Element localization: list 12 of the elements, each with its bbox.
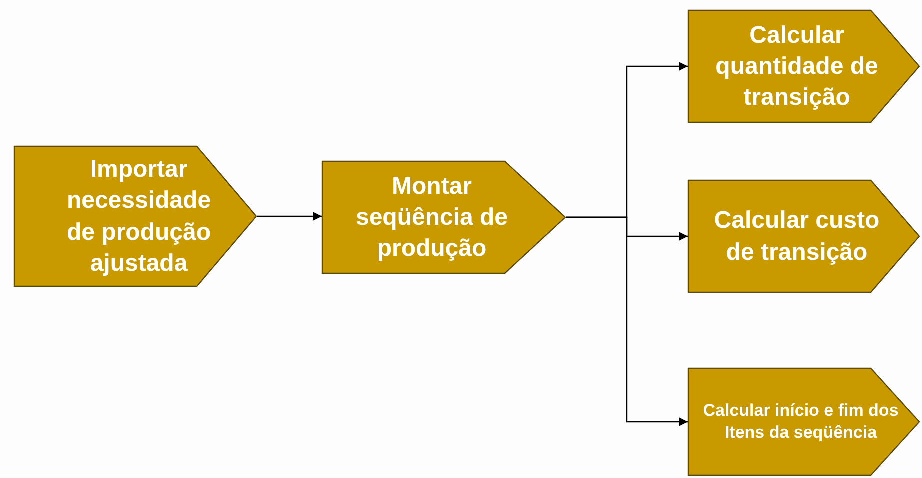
node-label: Calcular custo de transição — [713, 206, 881, 268]
process-pentagon — [688, 10, 920, 123]
arrow — [257, 212, 322, 221]
process-pentagon — [688, 368, 920, 476]
node-label: Montar seqüência de produção — [354, 172, 510, 264]
process-pentagon — [14, 146, 257, 287]
process-pentagon — [688, 180, 920, 293]
arrow — [566, 216, 688, 426]
process-pentagon — [322, 161, 566, 274]
node-label: Calcular início e fim dos Itens da seqüência — [702, 400, 900, 444]
node-label: Calcular quantidade de transição — [714, 20, 880, 114]
node-label: Importar necessidade de produção ajustada — [66, 155, 212, 279]
